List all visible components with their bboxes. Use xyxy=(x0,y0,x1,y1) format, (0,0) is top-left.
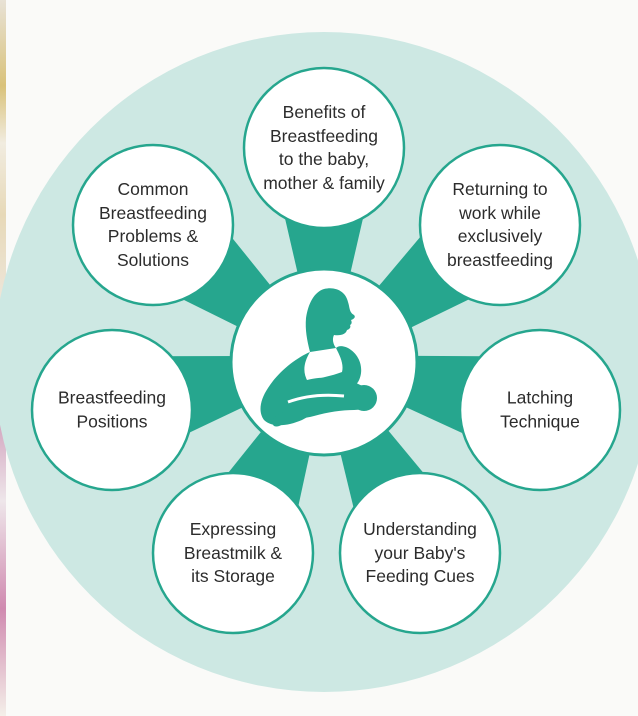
node-returning-circle xyxy=(418,143,582,307)
baby-head-icon xyxy=(351,385,377,411)
mother-head-icon xyxy=(305,288,355,352)
node-cues-circle xyxy=(338,471,502,635)
node-latching-circle xyxy=(458,328,622,492)
baby-foot-icon xyxy=(272,414,286,427)
node-positions-circle xyxy=(30,328,194,492)
node-benefits-circle xyxy=(242,66,406,230)
topic-nodes-group xyxy=(30,66,622,635)
baby-body-icon xyxy=(277,377,373,418)
node-problems-circle xyxy=(71,143,235,307)
mother-breastfeeding-baby-icon xyxy=(260,288,377,427)
baby-swaddle-line xyxy=(287,393,345,404)
node-expressing-circle xyxy=(151,471,315,635)
